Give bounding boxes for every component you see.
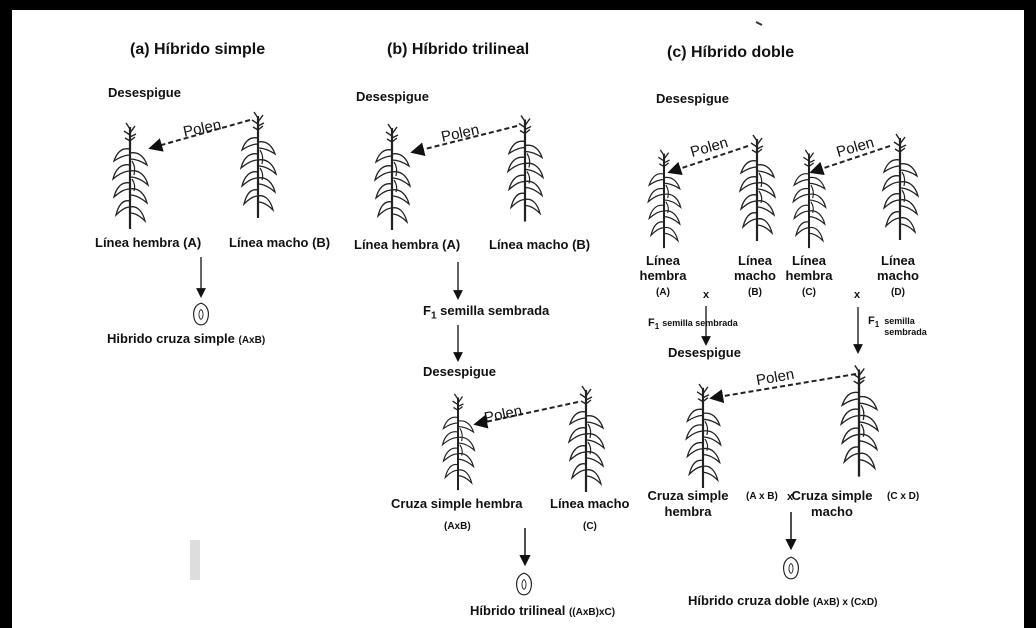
section-b-title: (b) Híbrido trilineal: [387, 41, 530, 58]
pollen-arrow-c-right: [809, 145, 891, 176]
diagram-background: [12, 10, 1024, 628]
scan-speck: [190, 540, 200, 580]
f1-seed-c-left: F1 semilla sembrada: [648, 317, 738, 332]
female-plant-a: [111, 121, 150, 231]
seed-icon-a: [192, 302, 210, 326]
cross-symbol-c2: x: [787, 491, 794, 503]
pollen-arrow-c-left: [667, 145, 749, 176]
cross-symbol-c-left: x: [703, 289, 710, 301]
male2-code-c: (C x D): [887, 491, 920, 502]
result-c: Híbrido cruza doble (AxB) x (CxD): [688, 593, 878, 608]
plant-line-c-c: [792, 148, 827, 250]
detasseling2-label-c: Desespigue: [668, 345, 741, 360]
section-c-title: (c) Híbrido doble: [667, 44, 795, 61]
detasseling-label-b: Desespigue: [356, 89, 429, 104]
female-line-a: Línea hembra (A): [95, 235, 202, 250]
female2-b: Cruza simple hembra: [391, 496, 523, 511]
pollen-arrow-b2: [473, 401, 579, 429]
female-plant-b: [373, 122, 412, 232]
detasseling-label-a: Desespigue: [108, 85, 181, 100]
male2-code-b: (C): [583, 521, 597, 532]
pollen-arrow-b: [410, 125, 518, 157]
seed-icon-c: [782, 556, 800, 580]
detasseling-label-c: Desespigue: [656, 91, 729, 106]
f1-seed-b: F1 semilla sembrada: [423, 303, 550, 322]
plant-line-d-c: [881, 132, 920, 242]
male-line-b: Línea macho (B): [489, 237, 591, 252]
cross-symbol-c-right: x: [854, 289, 861, 301]
male2-plant-c: [839, 364, 880, 478]
female2-plant-b: [441, 392, 476, 492]
pollen-arrow-c2: [709, 373, 857, 404]
scan-speck: [755, 21, 763, 26]
male-plant-b: [506, 114, 545, 223]
pollen-arrow-a: [148, 119, 251, 152]
male-plant-a: [239, 110, 278, 220]
female2-code-c: (A x B): [746, 491, 778, 502]
male2-b: Línea macho: [550, 496, 630, 511]
female2-plant-c: [685, 382, 722, 490]
result-b: Híbrido trilineal ((AxB)xC): [470, 603, 616, 618]
result-a: Hibrido cruza simple (AxB): [107, 331, 266, 346]
female2-code-b: (AxB): [444, 521, 471, 532]
plant-line-a-c: [647, 148, 682, 250]
male-line-a: Línea macho (B): [229, 235, 331, 250]
female-line-b: Línea hembra (A): [354, 237, 461, 252]
seed-icon-b: [515, 572, 533, 596]
plant-line-b-c: [738, 133, 777, 243]
detasseling2-label-b: Desespigue: [423, 364, 496, 379]
section-a-title: (a) Híbrido simple: [130, 41, 266, 58]
